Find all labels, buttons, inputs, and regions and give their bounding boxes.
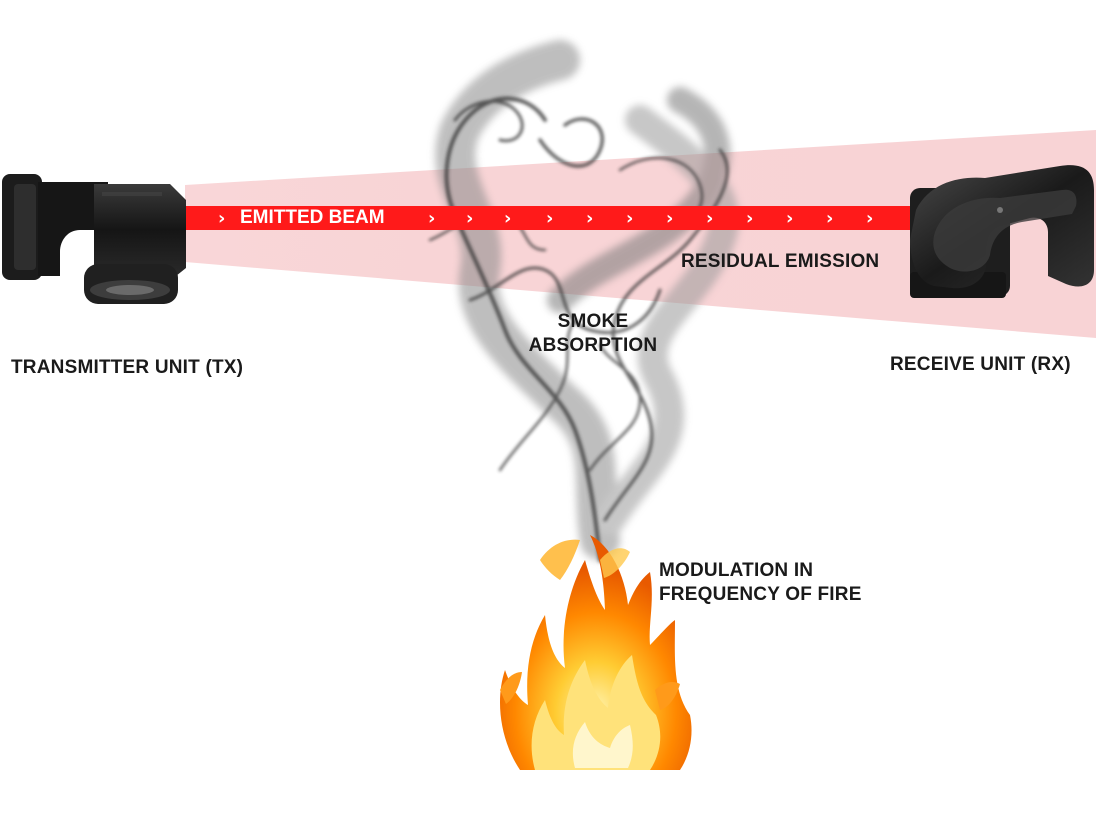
transmitter-label: TRANSMITTER UNIT (TX)	[11, 357, 244, 378]
beam-chevron-5: ›	[546, 208, 553, 229]
modulation-line-2: FREQUENCY OF FIRE	[659, 584, 862, 605]
smoke-absorption-line-2: ABSORPTION	[528, 335, 658, 356]
smoke-plume	[428, 40, 739, 562]
fire	[500, 535, 692, 770]
receiver-label: RECEIVE UNIT (RX)	[890, 354, 1071, 375]
modulation-line-1: MODULATION IN	[659, 560, 814, 581]
transmitter-device	[2, 174, 186, 304]
beam-chevron-7: ›	[626, 208, 633, 229]
beam-chevron-12: ›	[826, 208, 833, 229]
residual-emission-label: RESIDUAL EMISSION	[681, 251, 880, 272]
modulation-label: MODULATION IN FREQUENCY OF FIRE	[659, 559, 862, 607]
beam-chevron-13: ›	[866, 208, 873, 229]
beam-chevron-4: ›	[504, 208, 511, 229]
beam-chevron-10: ›	[746, 208, 753, 229]
beam-chevron-1: ›	[218, 208, 225, 229]
emitted-beam-label: EMITTED BEAM	[240, 207, 385, 228]
smoke-absorption-label: SMOKE ABSORPTION	[524, 310, 662, 358]
beam-chevron-2: ›	[428, 208, 435, 229]
beam-chevron-9: ›	[706, 208, 713, 229]
beam-chevron-6: ›	[586, 208, 593, 229]
beam-chevrons: › › › › › › › › › › › › ›	[218, 208, 873, 229]
beam-chevron-3: ›	[466, 208, 473, 229]
beam-chevron-8: ›	[666, 208, 673, 229]
beam-chevron-11: ›	[786, 208, 793, 229]
emitted-beam	[185, 206, 915, 230]
smoke-absorption-line-1: SMOKE	[557, 311, 629, 332]
receiver-device	[910, 165, 1094, 298]
